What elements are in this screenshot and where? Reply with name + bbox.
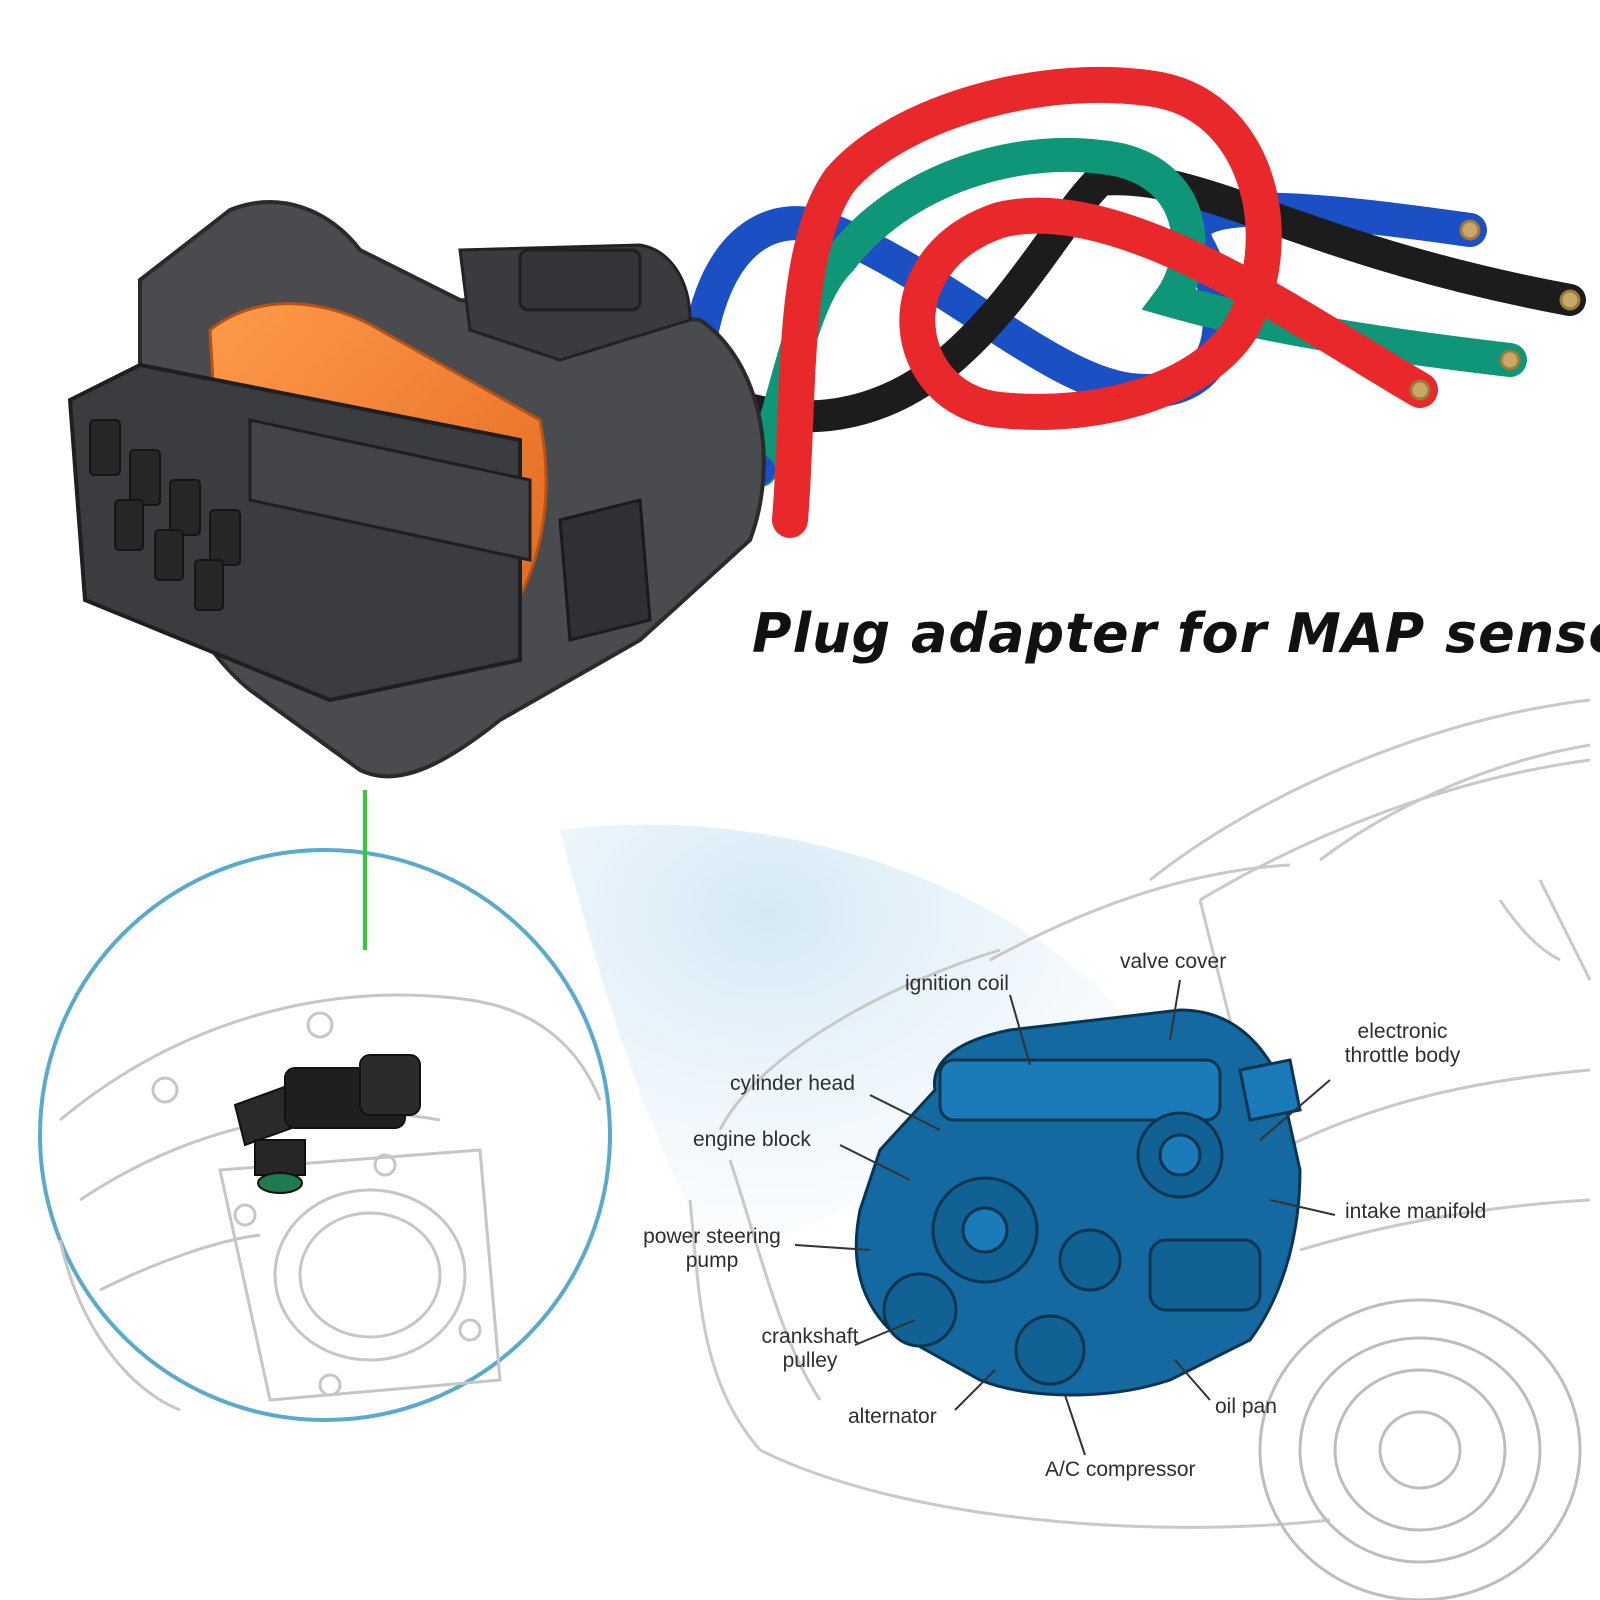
leader-lines: [794, 979, 1336, 1456]
pin-slots: [89, 419, 241, 611]
connector-face: [67, 362, 522, 703]
light-beam: [560, 824, 1150, 1270]
wire-bundle: [681, 66, 1586, 538]
label-oil-pan: oil pan: [1215, 1395, 1277, 1418]
label-power-steering-pump: power steering pump: [627, 1225, 797, 1273]
label-alternator: alternator: [848, 1405, 937, 1428]
label-electronic-throttle-body: electronic throttle body: [1330, 1020, 1475, 1068]
engine-block-illustration: [854, 1008, 1302, 1397]
label-power-steering-pump-line2: pump: [685, 1249, 739, 1273]
connector-plug: [67, 200, 766, 779]
magnifier-view: [38, 848, 612, 1422]
wire-green: [743, 137, 1527, 487]
label-electronic-throttle-body-line1: electronic: [1357, 1020, 1448, 1043]
wire-red: [772, 66, 1438, 538]
headline: Plug adapter for MAP sensor: [752, 602, 1600, 665]
label-cylinder-head: cylinder head: [730, 1072, 855, 1095]
label-crankshaft-pulley-line2: pulley: [782, 1349, 838, 1373]
label-ignition-coil: ignition coil: [905, 972, 1009, 995]
label-ac-compressor: A/C compressor: [1045, 1458, 1196, 1481]
label-power-steering-pump-line1: power steering: [643, 1225, 781, 1248]
wire-tips: [1409, 219, 1581, 401]
label-crankshaft-pulley-line1: crankshaft: [761, 1325, 859, 1348]
map-sensor: [233, 1054, 421, 1194]
label-electronic-throttle-body-line2: throttle body: [1344, 1044, 1461, 1068]
label-valve-cover: valve cover: [1120, 950, 1227, 973]
label-intake-manifold: intake manifold: [1345, 1200, 1487, 1223]
label-crankshaft-pulley: crankshaft pulley: [755, 1325, 865, 1373]
front-wheel: [1258, 1298, 1582, 1600]
label-engine-block: engine block: [693, 1128, 811, 1151]
